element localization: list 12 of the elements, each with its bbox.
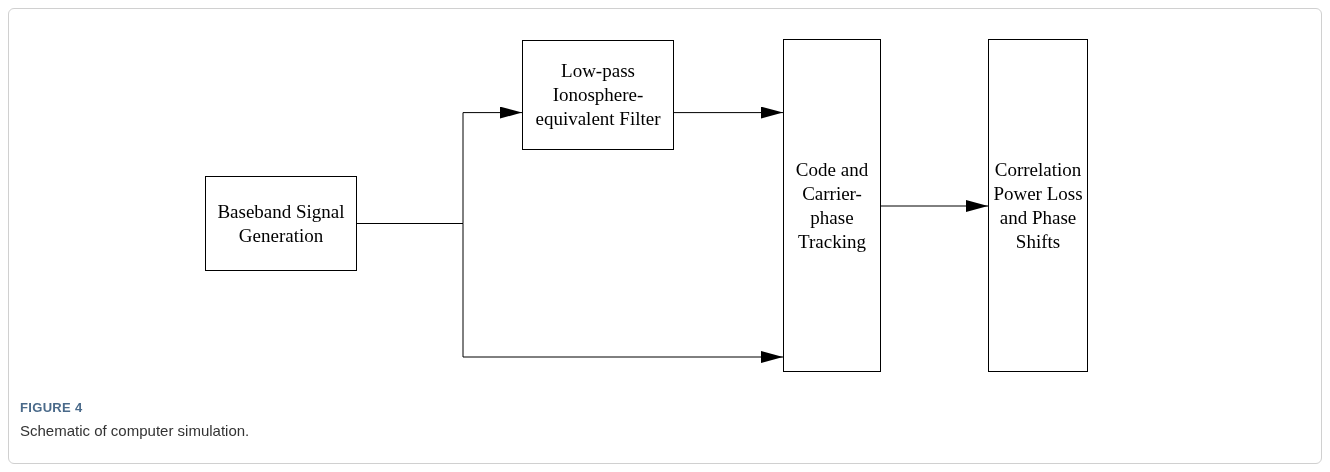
arrow (880, 200, 989, 212)
process-box (205, 176, 357, 271)
figure-number: FIGURE 4 (20, 399, 83, 417)
process-box (988, 39, 1088, 372)
arrow (673, 106, 784, 119)
box-label: Baseband Signal Generation (216, 199, 346, 248)
box-label: Low-pass Ionosphere-equivalent Filter (534, 59, 662, 131)
process-box (522, 40, 674, 150)
box-label: Code and Carrier-phase Tracking (794, 157, 870, 254)
process-box (783, 39, 881, 372)
figure-caption: Schematic of computer simulation. (20, 421, 250, 441)
box-label: Correlation Power Loss and Phase Shifts (993, 157, 1083, 254)
